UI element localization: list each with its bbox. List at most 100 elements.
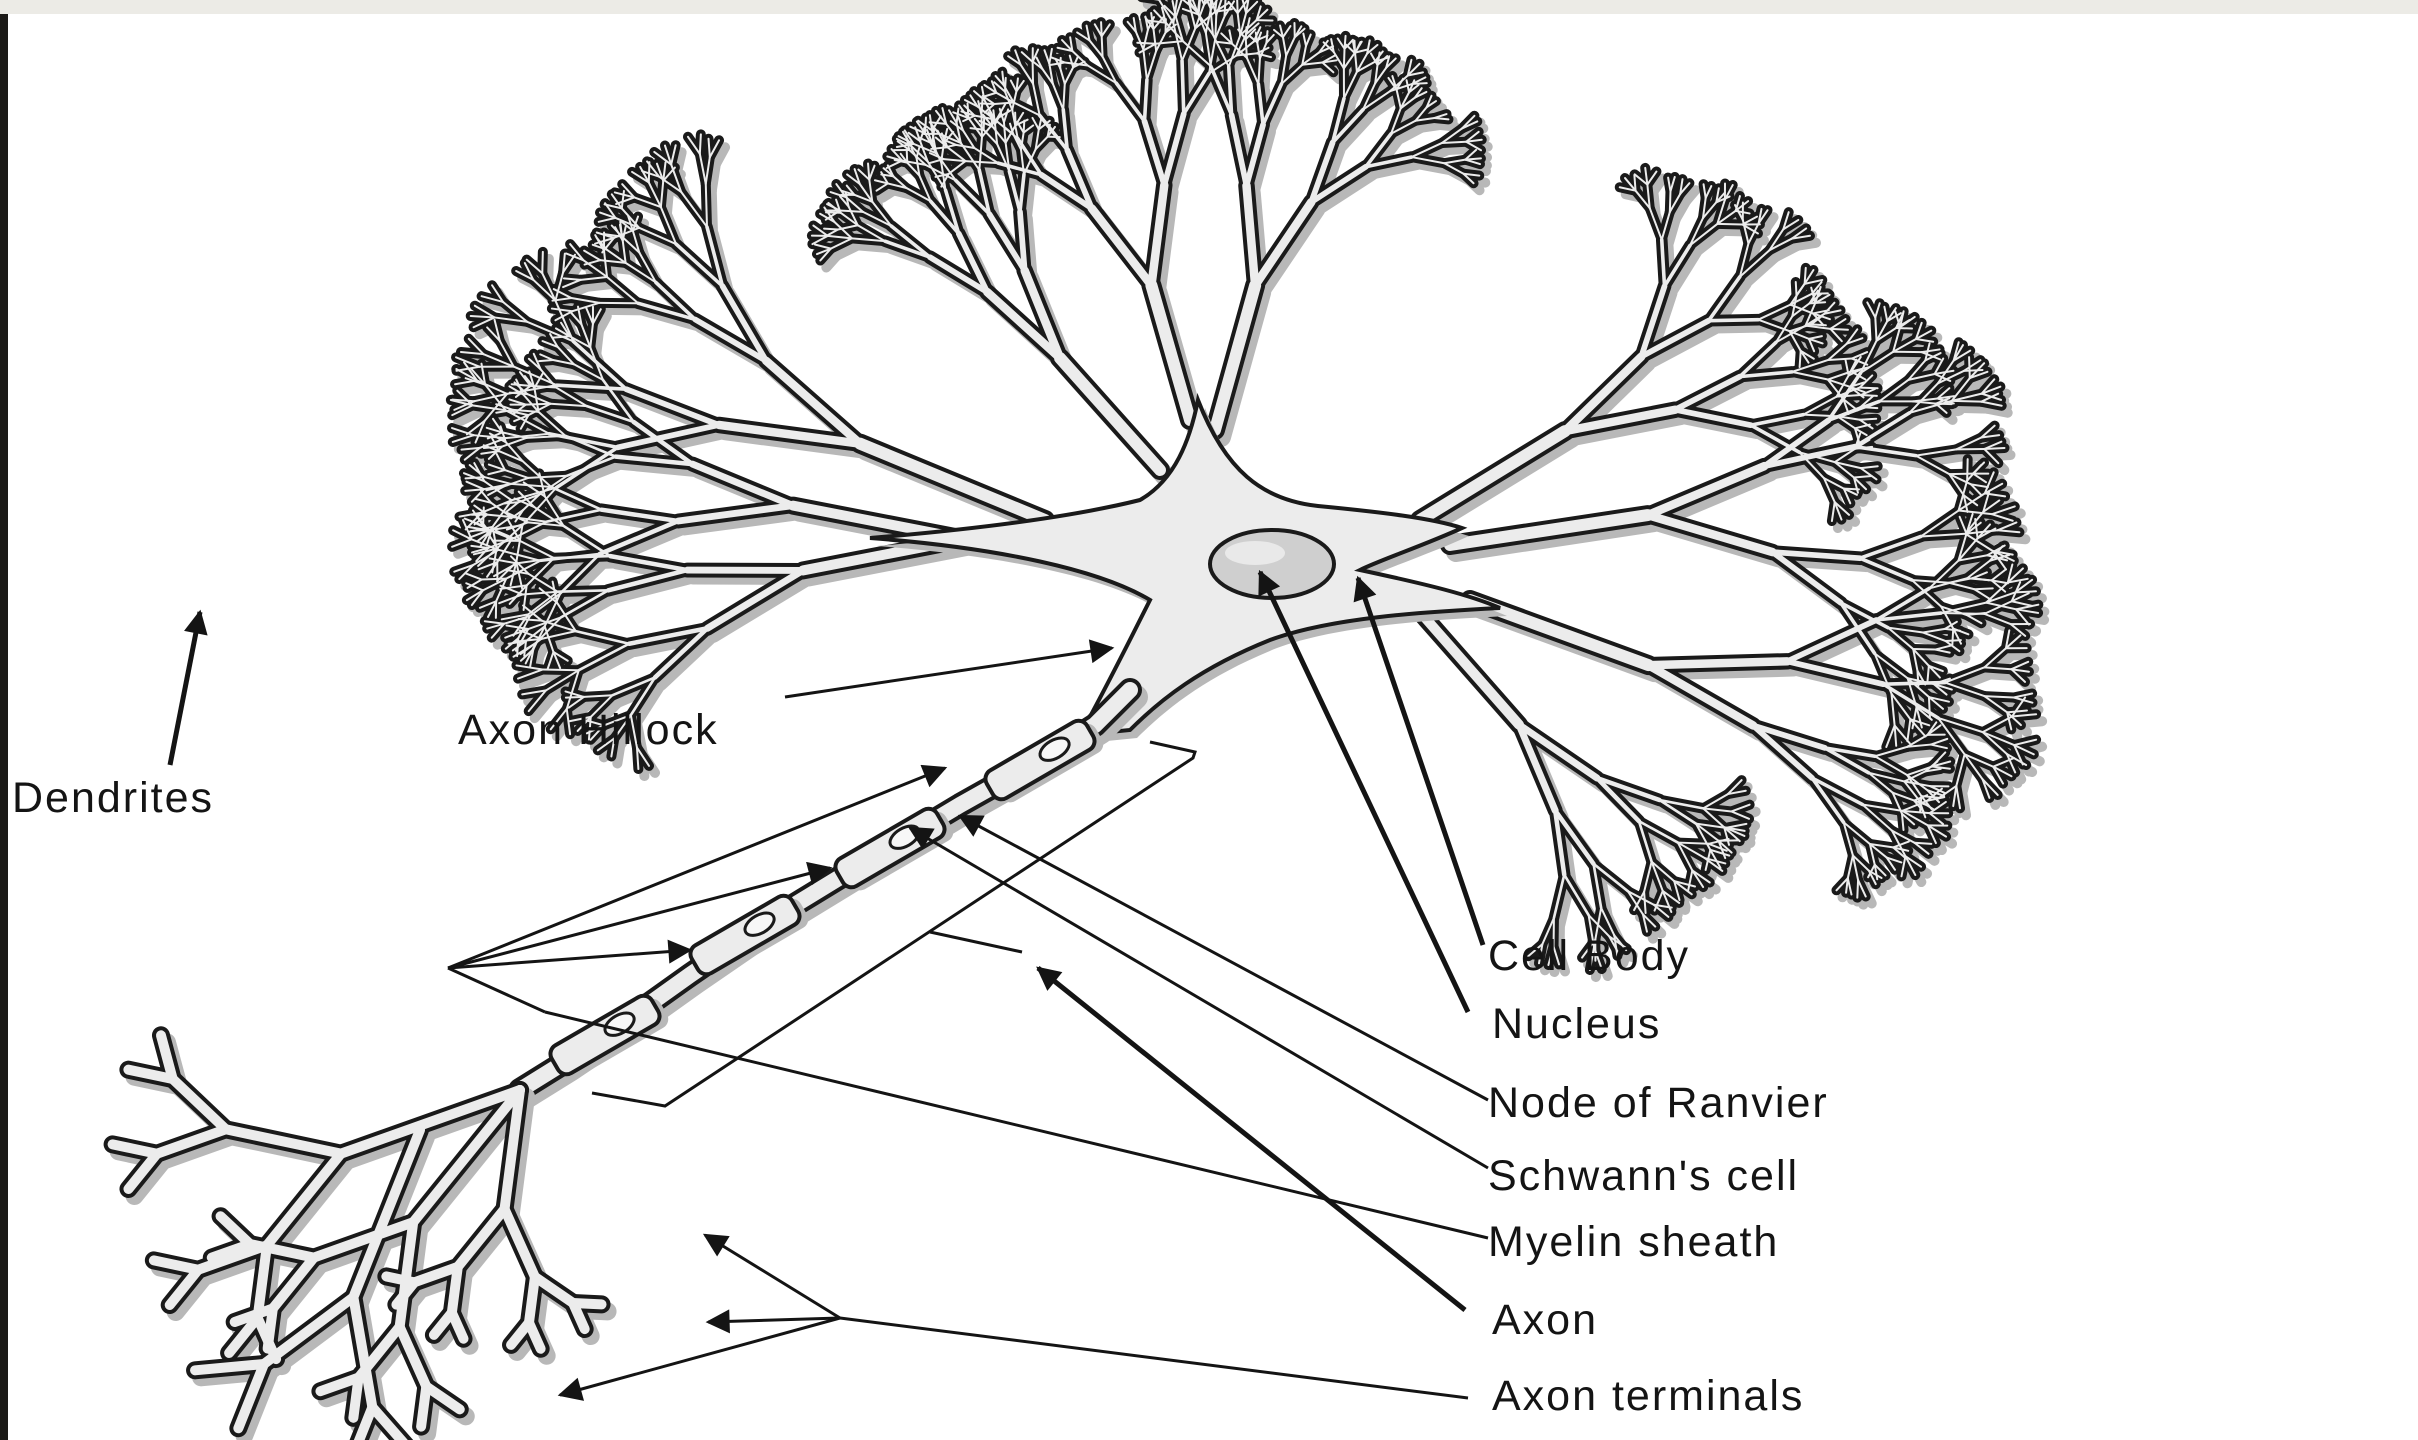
terminal-segment-fill-12 — [173, 1079, 226, 1129]
dendrite-segment-fill-0 — [1060, 358, 1160, 470]
soma — [870, 400, 1500, 735]
dendrite-segment-fill-897 — [558, 590, 609, 591]
dendrite-segment-fill-424 — [1344, 49, 1345, 69]
dendrite-shadow-segment-1389 — [1931, 776, 1946, 779]
dendrite-segment-fill-129 — [981, 99, 982, 115]
dendrite-segment-fill-752 — [466, 477, 485, 478]
nucleus-highlight — [1225, 541, 1285, 565]
dendrite-segment-fill-1033 — [1830, 329, 1847, 330]
dendrite-segment-fill-580 — [542, 252, 543, 273]
dendrite-segment-fill-1331 — [1984, 696, 2013, 697]
dendrites-arrow — [170, 612, 200, 765]
dendrite-segment-fill-987 — [1709, 320, 1759, 321]
axon-terminals-label: Axon terminals — [1492, 1372, 1804, 1420]
nucleus — [1210, 530, 1334, 598]
myelin-segment-0 — [982, 714, 1107, 809]
dendrite-segment-fill-29 — [840, 211, 863, 212]
dendrite-segment-fill-269 — [1102, 36, 1103, 56]
myelin-sheath-label: Myelin sheath — [1488, 1218, 1779, 1266]
dendrite-segment-fill-1160 — [1969, 357, 1970, 378]
dendrite-segment-fill-498 — [860, 444, 1045, 520]
dendrite-segment-fill-1117 — [1896, 328, 1912, 329]
cell-body-arrow — [1358, 578, 1483, 945]
dendrite-segment-fill-1221 — [1974, 588, 1992, 589]
myelin-segment-1 — [832, 802, 957, 897]
terminal-segment-fill-19 — [421, 1386, 426, 1426]
dendrite-segment-fill-1003 — [1811, 324, 1826, 325]
dendrite-segment-fill-1107 — [1875, 317, 1876, 340]
dendrite-segment-fill-667 — [709, 139, 710, 157]
dendrite-segment-fill-873 — [542, 670, 578, 671]
dendrite-segment-fill-1177 — [1984, 448, 2004, 449]
dendrite-segment-fill-703 — [482, 579, 506, 580]
dendrite-segment-fill-1067 — [1861, 395, 1877, 396]
axon-bracket — [930, 932, 1022, 952]
dendrite-segment-fill-486 — [1442, 142, 1466, 143]
axon-label: Axon — [1492, 1296, 1598, 1344]
dendrite-segment-fill-1011 — [1800, 351, 1801, 367]
dendrite-segment-fill-1306 — [2015, 591, 2036, 592]
dendrite-shadow-segment-1210 — [2004, 537, 2026, 539]
dendrites-label: Dendrites — [12, 774, 214, 822]
dendrite-segment-fill-46 — [868, 164, 869, 180]
dendrite-segment-fill-784 — [484, 447, 502, 448]
dendrite-segment-fill-175 — [1092, 208, 1152, 285]
dendrite-segment-fill-1311 — [1941, 613, 1984, 614]
dendrite-segment-fill-1247 — [1927, 666, 1928, 682]
axon-hillock-arrow — [785, 648, 1112, 697]
schwanns-cell-leader — [910, 828, 1488, 1168]
dendrite-segment-fill-1238 — [1946, 640, 1961, 641]
myelin-bracket — [592, 742, 1195, 1106]
dendrite-segment-fill-807 — [526, 404, 551, 405]
terminal-arrow-1 — [705, 1235, 840, 1318]
dendrite-shadow-segment-480 — [1440, 125, 1454, 126]
dendrite-segment-fill-1040 — [1828, 359, 1852, 360]
axon-terminal-branches — [113, 1035, 608, 1440]
dendrite-segment-fill-271 — [1101, 22, 1102, 36]
node-of-ranvier-label: Node of Ranvier — [1488, 1079, 1829, 1127]
dendrite-segment-fill-1017 — [1796, 282, 1797, 295]
dendrite-segment-fill-1157 — [1964, 370, 1983, 371]
terminal-segment-fill-44 — [386, 1276, 414, 1282]
dendrite-segment-fill-938 — [1634, 175, 1635, 191]
dendrite-segment-fill-384 — [1246, 39, 1247, 58]
dendrite-segment-fill-273 — [1145, 80, 1147, 121]
terminal-segment-fill-35 — [529, 1277, 535, 1323]
dendrite-segment-fill-19 — [824, 229, 838, 230]
dendrite-segment-fill-771 — [504, 502, 519, 503]
terminal-arrow-2 — [708, 1318, 840, 1322]
dendrite-shadow-segment-986 — [1798, 243, 1816, 246]
dendrite-shadow-segment-843 — [713, 577, 808, 635]
dendrite-segment-fill-338 — [1137, 43, 1155, 44]
terminal-arrow-3 — [560, 1318, 840, 1395]
terminal-shadow-segment-1 — [273, 1161, 347, 1253]
dendrite-segment-fill-967 — [1717, 224, 1742, 225]
myelin-segment-2 — [687, 889, 812, 984]
dendrite-shadow-segment-395 — [1272, 42, 1279, 50]
dendrite-segment-fill-665 — [700, 134, 701, 154]
cell-body-label: Cell Body — [1488, 932, 1690, 980]
axon-terminals-leader — [840, 1318, 1468, 1398]
dendrite-segment-fill-459 — [1412, 83, 1426, 84]
dendrite-segment-fill-1320 — [1883, 683, 1945, 685]
dendrite-segment-fill-1445 — [1857, 880, 1858, 898]
cell-body — [870, 400, 1507, 743]
dendrite-segment-fill-1275 — [1648, 661, 1787, 665]
dendrite-segment-fill-480 — [1434, 118, 1448, 119]
schwanns-cell-label: Schwann's cell — [1488, 1152, 1799, 1200]
myelin-sheath-leader — [545, 1012, 1488, 1238]
nucleus-label: Nucleus — [1492, 1000, 1661, 1048]
dendrite-segment-fill-832 — [553, 336, 569, 337]
dendrite-segment-fill-930 — [1420, 431, 1565, 520]
dendrite-segment-fill-291 — [1182, 61, 1184, 114]
dendrite-segment-fill-1230 — [1952, 629, 1953, 645]
dendrite-segment-fill-163 — [1024, 121, 1025, 133]
dendrite-segment-fill-762 — [692, 464, 793, 506]
dendrite-shadow-segment-987 — [1715, 327, 1765, 328]
node-of-ranvier-leader — [960, 816, 1488, 1100]
dendrite-segment-fill-662 — [706, 184, 707, 227]
dendrite-segment-fill-1074 — [1860, 419, 1876, 420]
dendrite-segment-fill-1478 — [1678, 843, 1709, 844]
dendrite-segment-fill-944 — [1670, 191, 1671, 212]
